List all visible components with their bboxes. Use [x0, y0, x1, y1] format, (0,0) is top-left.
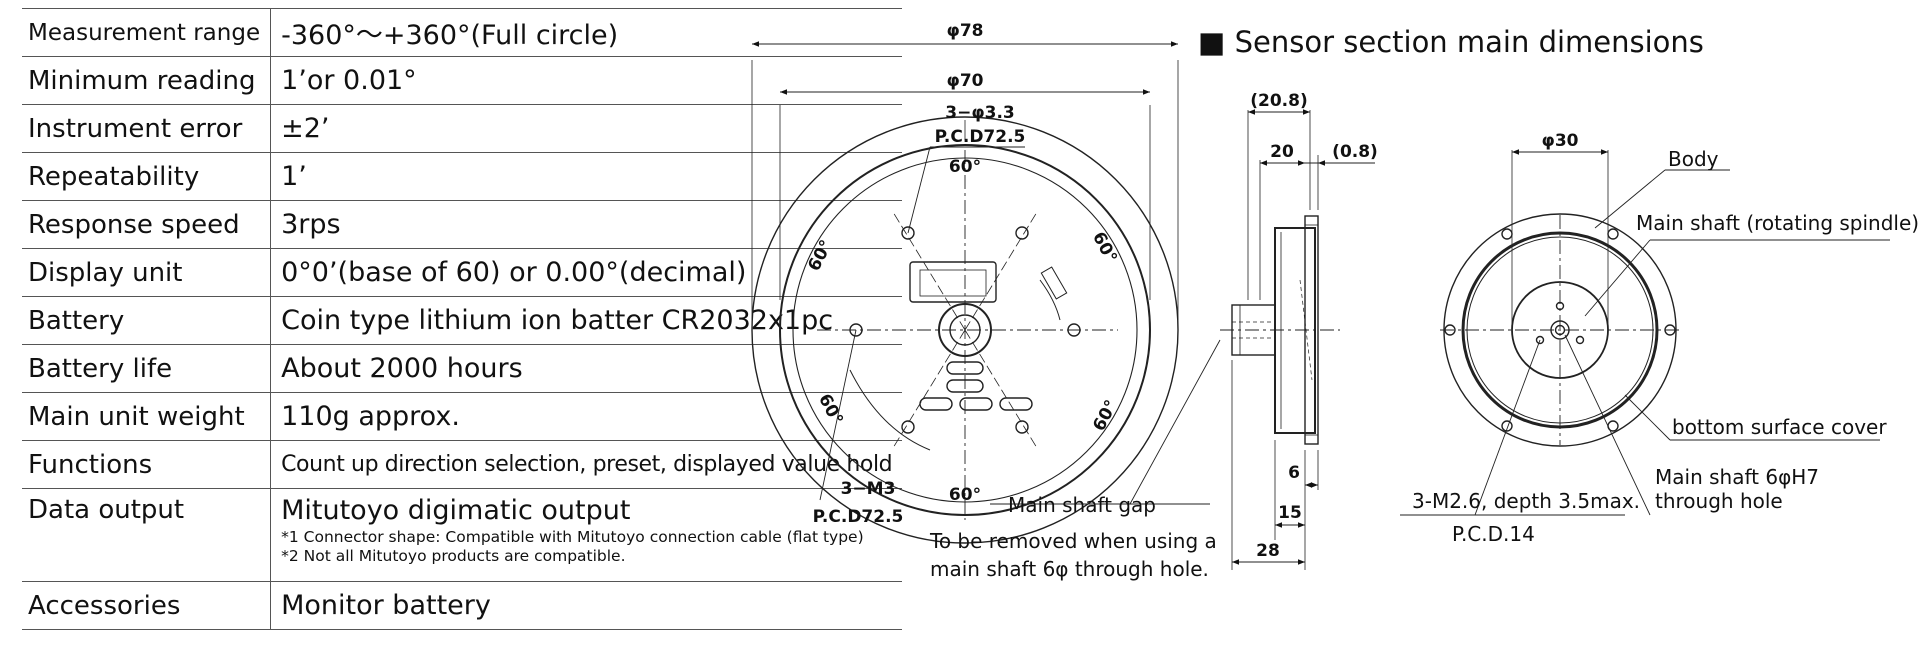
spec-row: Repeatability 1’: [22, 152, 903, 201]
spec-value: 3rps: [281, 209, 341, 240]
spec-label: Instrument error: [22, 104, 272, 153]
body-circle: [779, 144, 1151, 516]
angle-upper-left: 60°: [804, 237, 837, 275]
mount-hole: [901, 420, 915, 434]
spec-label: Functions: [22, 440, 272, 489]
dim-phi30: φ30: [1542, 131, 1579, 151]
angle-upper-right: 60°: [1088, 229, 1121, 267]
mount-hole: [1015, 420, 1029, 434]
thread-label-2: P.C.D.14: [1452, 522, 1535, 546]
sensor-flange-circle: [1443, 213, 1677, 447]
sensor-section-title: ■ Sensor section main dimensions: [1198, 25, 1704, 59]
display-window: [909, 261, 997, 303]
spec-value: About 2000 hours: [281, 353, 523, 384]
spec-value: Mitutoyo digimatic output: [281, 495, 631, 526]
outer-flange-circle: [751, 116, 1179, 544]
body-label: Body: [1668, 147, 1719, 171]
spec-row: Display unit 0°0’(base of 60) or 0.00°(d…: [22, 248, 903, 297]
spec-label: Minimum reading: [22, 56, 272, 105]
spec-row: Data output Mitutoyo digimatic output *1…: [22, 488, 903, 582]
spec-table: Measurement range -360°～+360°(Full circl…: [22, 8, 903, 630]
spec-value: 0°0’(base of 60) or 0.00°(decimal): [281, 257, 747, 288]
button-shape: [999, 397, 1033, 411]
main-shaft-label: Main shaft (rotating spindle): [1636, 211, 1919, 235]
spec-row: Accessories Monitor battery: [22, 581, 903, 630]
dim-outer-diameter: φ78: [947, 21, 984, 41]
dim-side-20: 20: [1270, 142, 1294, 162]
sensor-side-view: [1220, 109, 1375, 570]
spec-row: Minimum reading 1’or 0.01°: [22, 56, 903, 105]
dim-side-20-8: (20.8): [1250, 91, 1307, 111]
mount-hole: [1015, 226, 1029, 240]
sensor-shaft-profile: [1231, 304, 1276, 356]
bottom-cover-label: bottom surface cover: [1672, 415, 1887, 439]
spec-label: Data output: [22, 488, 272, 582]
spec-note: *2 Not all Mitutoyo products are compati…: [281, 547, 626, 565]
spec-value: 1’or 0.01°: [281, 65, 417, 96]
angle-top: 60°: [949, 157, 981, 177]
bottom-cover-circle: [1461, 231, 1659, 429]
spec-value: 1’: [281, 161, 307, 192]
main-shaft-circle: [1511, 281, 1609, 379]
spec-note: *1 Connector shape: Compatible with Mitu…: [281, 528, 864, 546]
spec-label: Battery: [22, 296, 272, 345]
sensor-bottom-view: [1400, 149, 1890, 516]
hole-spec: 3−φ3.3: [945, 103, 1015, 123]
spec-label: Display unit: [22, 248, 272, 297]
spec-row: Battery life About 2000 hours: [22, 344, 903, 393]
spec-label: Response speed: [22, 200, 272, 249]
spec-value: 110g approx.: [281, 401, 460, 432]
spec-row: Main unit weight 110g approx.: [22, 392, 903, 441]
spec-label: Repeatability: [22, 152, 272, 201]
through-hole-label-2: through hole: [1655, 489, 1783, 513]
mount-hole: [901, 226, 915, 240]
spec-value: -360°～+360°(Full circle): [281, 20, 619, 51]
angle-bottom: 60°: [949, 485, 981, 505]
button-shape: [919, 397, 953, 411]
dim-side-28: 28: [1256, 541, 1280, 561]
dim-side-6: 6: [1288, 463, 1300, 483]
spec-label: Accessories: [22, 581, 272, 630]
front-view-labels: φ78 φ70 3−φ3.3 P.C.D72.5 60° 60° 60° 60°…: [804, 21, 1217, 581]
button-shape: [946, 361, 984, 375]
spec-row: Battery Coin type lithium ion batter CR2…: [22, 296, 903, 345]
spec-row: Measurement range -360°～+360°(Full circl…: [22, 8, 903, 57]
thread-spec: 3−M3: [841, 479, 896, 499]
front-view: [751, 41, 1221, 544]
side-view-labels: (20.8) 20 (0.8) 6 15 28: [1250, 91, 1378, 561]
main-shaft-gap-label: Main shaft gap: [1008, 493, 1156, 517]
dim-inner-diameter: φ70: [947, 71, 984, 91]
gap-note-line2: main shaft 6φ through hole.: [930, 557, 1209, 581]
spec-row: Instrument error ±2’: [22, 104, 903, 153]
button-shape: [946, 379, 984, 393]
spec-label: Battery life: [22, 344, 272, 393]
bottom-view-labels: φ30 Body Main shaft (rotating spindle) b…: [1412, 131, 1919, 546]
dim-side-0-8: (0.8): [1332, 142, 1378, 162]
spec-row: Functions Count up direction selection, …: [22, 440, 903, 489]
spec-value-cell: Mitutoyo digimatic output *1 Connector s…: [271, 489, 903, 582]
button-shape: [959, 397, 993, 411]
spec-value: Count up direction selection, preset, di…: [281, 452, 893, 477]
hole-pcd: P.C.D72.5: [935, 127, 1026, 147]
spec-value: Monitor battery: [281, 590, 491, 621]
gap-note-line1: To be removed when using a: [929, 529, 1217, 553]
spec-value: Coin type lithium ion batter CR2032x1pc: [281, 305, 834, 336]
thread-label-1: 3-M2.6, depth 3.5max.: [1412, 489, 1640, 513]
thread-pcd: P.C.D72.5: [813, 507, 904, 527]
spec-label: Main unit weight: [22, 392, 272, 441]
spec-value: ±2’: [281, 113, 330, 144]
through-hole-label-1: Main shaft 6φH7: [1655, 465, 1819, 489]
mount-hole: [849, 323, 863, 337]
dim-side-15: 15: [1278, 503, 1302, 523]
angle-lower-right: 60°: [1089, 397, 1122, 435]
spec-row: Response speed 3rps: [22, 200, 903, 249]
spec-label: Measurement range: [22, 8, 272, 57]
mount-hole: [1067, 323, 1081, 337]
